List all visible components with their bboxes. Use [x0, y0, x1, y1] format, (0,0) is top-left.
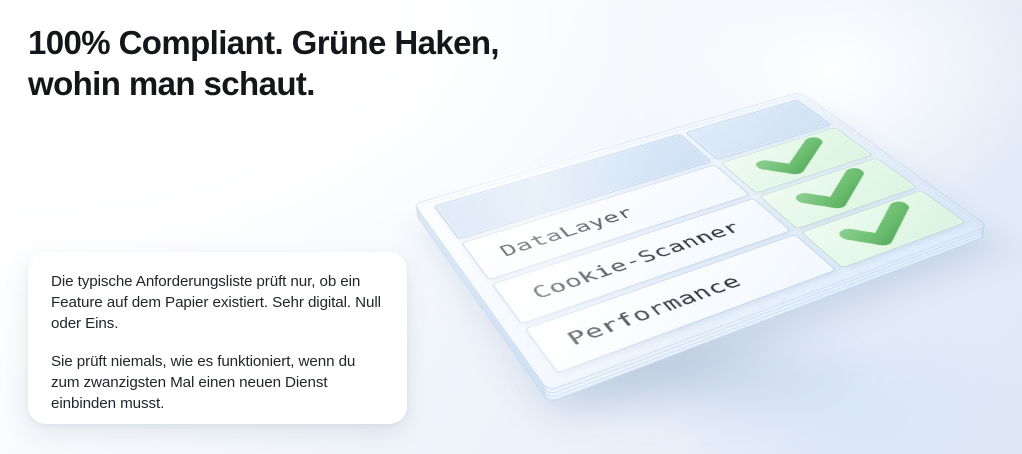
checklist-label-performance: Performance — [562, 271, 747, 350]
tablet-edge-layer-1 — [414, 97, 988, 400]
glass-checklist-tablet: DataLayer — [412, 89, 1009, 404]
explanation-card: Die typische Anforderungsliste prüft nur… — [28, 252, 407, 424]
checklist-checkbox-performance[interactable] — [801, 190, 966, 268]
checklist-label-datalayer: DataLayer — [495, 204, 639, 261]
card-paragraph-1: Die typische Anforderungsliste prüft nur… — [51, 273, 381, 332]
tablet-edge-layer-3 — [413, 91, 989, 393]
tablet-edge-layer-2 — [413, 94, 988, 396]
green-glow — [648, 131, 1009, 327]
background-glow-top — [520, 0, 1022, 280]
tablet-slab — [414, 100, 988, 404]
checklist-checkbox-cookie-scanner[interactable] — [759, 157, 917, 229]
check-mark-icon — [737, 132, 857, 188]
checklist-row-label: DataLayer — [461, 164, 750, 280]
checklist-header-label-cell — [433, 133, 713, 240]
check-mark-icon — [776, 162, 901, 223]
checklist-header-check-cell — [685, 99, 832, 160]
card-paragraph-2: Sie prüft niemals, wie es funktioniert, … — [51, 352, 356, 412]
tablet-contact-shadow — [430, 300, 950, 450]
checklist-row-label: Performance — [524, 234, 837, 374]
background-glow-bottom — [600, 250, 1022, 454]
checklist-checkbox-datalayer[interactable] — [721, 127, 873, 193]
checklist-grid: DataLayer — [433, 99, 966, 374]
checklist-label-cookie-scanner: Cookie-Scanner — [527, 218, 746, 303]
glass-sheen — [412, 89, 989, 390]
page-title: 100% Compliant. Grüne Haken, wohin man s… — [28, 24, 500, 103]
checklist-row-label: Cookie-Scanner — [491, 197, 792, 325]
check-mark-icon — [818, 195, 949, 262]
